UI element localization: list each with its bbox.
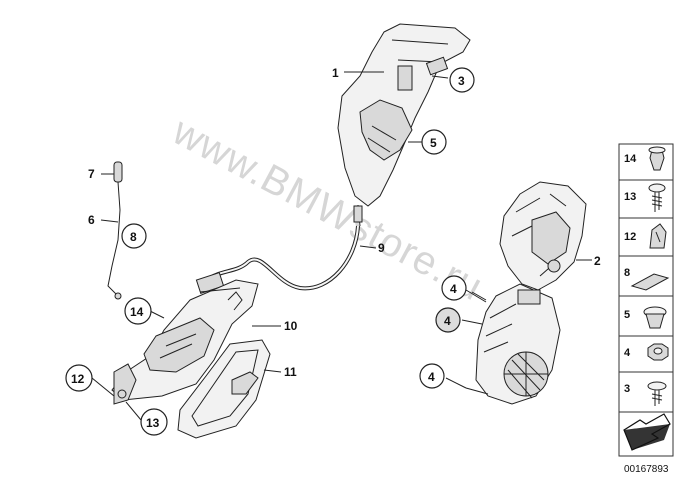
- direction-arrow-icon: [623, 413, 671, 451]
- part-11-handle-gasket: [177, 339, 271, 439]
- callout-11: 11: [284, 365, 297, 379]
- callout-3-circle: [449, 67, 475, 93]
- callout-14-circle: [124, 297, 152, 325]
- pad-icon: [630, 273, 670, 291]
- callout-4c: 4: [428, 370, 435, 384]
- part-1-lock-housing: [337, 23, 471, 227]
- callout-12: 12: [71, 372, 85, 386]
- callout-14: 14: [130, 305, 144, 319]
- legend-5: 5: [624, 309, 630, 321]
- legend-14: 14: [624, 153, 637, 165]
- callout-2: 2: [594, 254, 601, 268]
- plug-icon: [643, 306, 667, 329]
- legend-8: 8: [624, 267, 630, 279]
- side-legend: 14 13 12 8 5 4 3: [618, 143, 674, 457]
- callout-4a-circle: [441, 275, 467, 301]
- callout-13-circle: [140, 408, 168, 436]
- callout-4c-circle: [419, 363, 445, 389]
- callout-3: 3: [458, 74, 465, 88]
- part-9-bowden-cable: [195, 225, 360, 294]
- part-6-7-lock-rod: [107, 161, 123, 300]
- actuator-motor-unit: [465, 283, 561, 405]
- callout-8: 8: [130, 230, 137, 244]
- clip-icon: [648, 146, 666, 171]
- callout-7: 7: [88, 167, 95, 181]
- nut-icon: [647, 343, 669, 361]
- callout-5: 5: [430, 136, 437, 150]
- callout-5-circle: [421, 129, 447, 155]
- callout-8-circle: [121, 223, 147, 249]
- legend-4: 4: [624, 347, 631, 359]
- callout-1: 1: [332, 66, 339, 80]
- callout-6: 6: [88, 213, 95, 227]
- callout-4a: 4: [450, 282, 457, 296]
- part-2-lock-mechanism: [499, 181, 587, 291]
- callout-9: 9: [378, 241, 385, 255]
- grommet-clip-icon: [649, 223, 667, 249]
- legend-3: 3: [624, 383, 630, 395]
- callout-13: 13: [146, 416, 160, 430]
- callout-12-circle: [65, 364, 93, 392]
- washer-screw-icon: [647, 381, 667, 406]
- screw-icon: [648, 183, 666, 212]
- legend-12: 12: [624, 231, 636, 243]
- leader-lines: [91, 71, 592, 421]
- diagram-code: 00167893: [624, 464, 669, 475]
- part-10-handle-carrier: [111, 279, 259, 405]
- legend-13: 13: [624, 191, 636, 203]
- callout-4b: 4: [444, 314, 451, 328]
- callout-10: 10: [284, 319, 298, 333]
- callout-4b-circle: [435, 307, 461, 333]
